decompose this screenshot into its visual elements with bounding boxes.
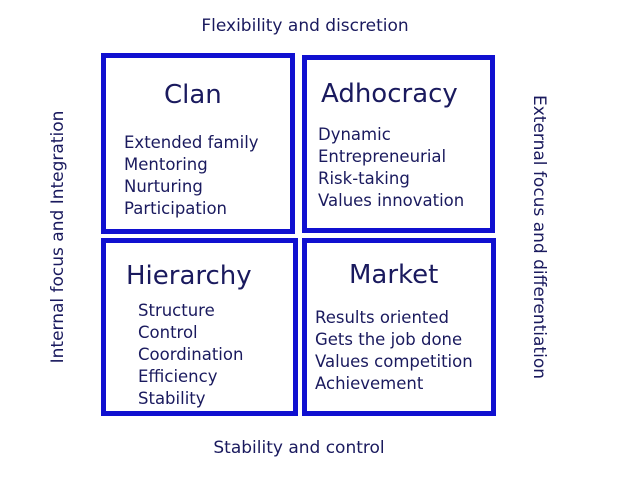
axis-label-right: External focus and differentiation (529, 95, 549, 379)
quadrant-item: Risk-taking (318, 169, 410, 188)
quadrant-item: Mentoring (124, 155, 208, 174)
quadrant-title: Clan (164, 80, 222, 110)
quadrant-item: Efficiency (138, 367, 218, 386)
quadrant-market: Market Results oriented Gets the job don… (302, 238, 496, 416)
axis-label-top: Flexibility and discretion (201, 16, 409, 36)
quadrant-title: Hierarchy (126, 261, 252, 291)
quadrant-item: Structure (138, 301, 215, 320)
axis-label-left: Internal focus and Integration (48, 110, 68, 364)
quadrant-title: Adhocracy (321, 79, 458, 109)
quadrant-item: Values innovation (318, 191, 465, 210)
quadrant-title: Market (349, 260, 439, 290)
quadrant-item: Stability (138, 389, 206, 408)
quadrant-item: Values competition (315, 352, 473, 371)
quadrant-item: Extended family (124, 133, 259, 152)
quadrant-item: Participation (124, 199, 228, 218)
quadrant-adhocracy: Adhocracy Dynamic Entrepreneurial Risk-t… (302, 55, 495, 233)
quadrant-item: Coordination (138, 345, 244, 364)
quadrant-item: Achievement (315, 374, 424, 393)
quadrant-item-list: Dynamic Entrepreneurial Risk-taking Valu… (318, 124, 464, 212)
quadrant-item-list: Structure Control Coordination Efficienc… (138, 300, 243, 410)
quadrant-item: Nurturing (124, 177, 203, 196)
quadrant-item: Gets the job done (315, 330, 463, 349)
quadrant-item: Results oriented (315, 308, 449, 327)
quadrant-item: Entrepreneurial (318, 147, 447, 166)
quadrant-item: Dynamic (318, 125, 391, 144)
quadrant-item: Control (138, 323, 198, 342)
quadrant-item-list: Extended family Mentoring Nurturing Part… (124, 132, 259, 220)
quadrant-clan: Clan Extended family Mentoring Nurturing… (101, 53, 295, 234)
quadrant-item-list: Results oriented Gets the job done Value… (315, 307, 473, 395)
quadrant-hierarchy: Hierarchy Structure Control Coordination… (101, 238, 298, 416)
axis-label-bottom: Stability and control (213, 438, 385, 458)
